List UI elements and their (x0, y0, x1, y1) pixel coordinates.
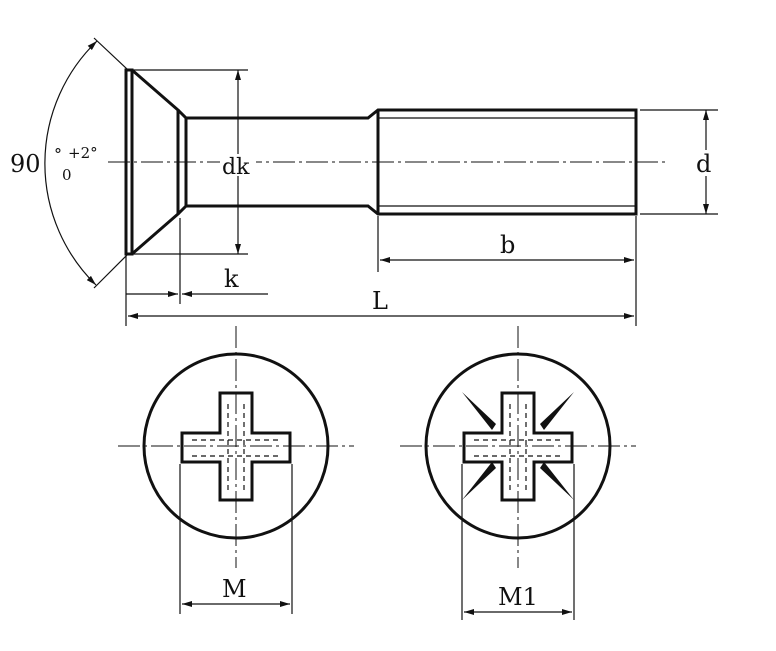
total-length-dimension: L (128, 287, 634, 319)
thread-diameter-dimension: d (640, 109, 720, 215)
phillips-cross-recess (180, 391, 292, 502)
pozidriv-spike-top-left (462, 392, 496, 430)
head-angle-degree: ° (54, 145, 62, 164)
head-diameter-dimension: dk (132, 69, 256, 255)
thread-diameter-label: d (696, 150, 711, 178)
head-height-label: k (224, 265, 239, 293)
pozidriv-cross-recess (462, 391, 574, 502)
pozidriv-recess-label: M1 (498, 583, 538, 611)
head-height-dimension: k (125, 218, 268, 326)
pozidriv-spike-top-right (540, 392, 574, 430)
thread-length-dimension: b (377, 216, 637, 326)
pozidriv-spike-bottom-left (462, 462, 496, 500)
screw-side-view (108, 68, 668, 256)
phillips-head-view: M (118, 326, 354, 614)
pozidriv-spike-bottom-right (540, 462, 574, 500)
thread-length-label: b (500, 231, 515, 259)
head-diameter-label: dk (222, 155, 250, 180)
head-angle-dimension: 90 ° +2° 0 (10, 37, 129, 289)
phillips-recess-label: M (222, 575, 247, 603)
head-angle-label: 90 (10, 150, 41, 178)
head-angle-arc (44, 40, 98, 286)
head-angle-lower-tolerance: 0 (62, 166, 72, 184)
pozidriv-head-view: M1 (400, 326, 636, 620)
total-length-label: L (372, 287, 388, 315)
head-angle-upper-tolerance: +2° (68, 144, 98, 162)
